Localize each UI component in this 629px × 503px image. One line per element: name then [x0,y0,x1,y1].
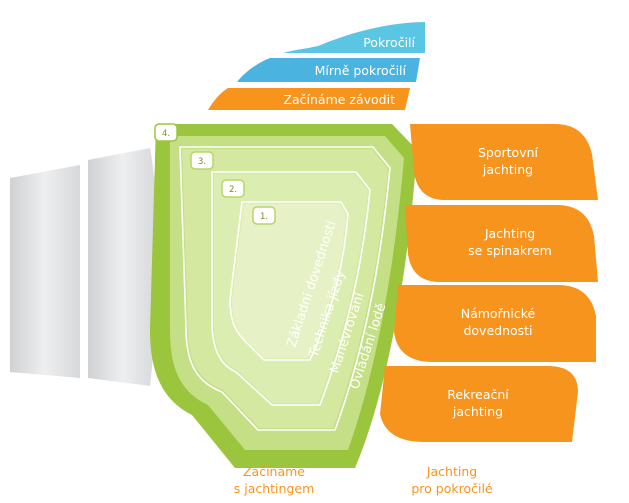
svg-text:jachting: jachting [482,162,533,177]
tier-pokrocili: Pokročilí [283,22,425,53]
caption-zaciname: Začínáme s jachtingem [234,464,315,496]
card-rekreacni-jachting: Rekreační jachting [380,366,578,442]
card-jachting-se-spinakrem: Jachting se spinakrem [405,205,598,282]
svg-text:Začínáme: Začínáme [243,464,305,479]
svg-text:1.: 1. [260,212,268,222]
tier-zaciname-zavodit: Začínáme závodit [208,88,410,110]
tier-mirne-pokrocili: Mírně pokročilí [237,58,420,82]
card-namornicke-dovednosti: Námořnické dovednosti [394,285,596,362]
caption-pokrocile: Jachting pro pokročilé [411,464,493,496]
tier-label: Začínáme závodit [283,92,395,107]
level-badge-2: 2. [221,179,245,198]
svg-text:dovednosti: dovednosti [463,323,532,338]
svg-text:jachting: jachting [452,404,503,419]
svg-text:4.: 4. [162,129,170,139]
svg-text:pro pokročilé: pro pokročilé [411,481,493,496]
level-badge-3: 3. [190,151,214,170]
svg-text:Rekreační: Rekreační [447,387,509,402]
tier-label: Pokročilí [363,35,415,50]
svg-text:Jachting: Jachting [426,464,477,479]
tier-label: Mírně pokročilí [315,63,407,78]
svg-text:3.: 3. [198,157,206,167]
svg-text:s jachtingem: s jachtingem [234,481,315,496]
card-sportovni-jachting: Sportovní jachting [410,124,598,200]
level-1 [229,201,349,361]
grey-background-shape [10,148,158,386]
level-badge-1: 1. [252,206,276,225]
svg-text:Námořnické: Námořnické [461,306,536,321]
svg-text:se spinakrem: se spinakrem [468,243,552,258]
level-badge-4: 4. [154,123,178,142]
svg-text:2.: 2. [229,185,237,195]
svg-text:Sportovní: Sportovní [478,145,539,160]
svg-text:Jachting: Jachting [484,226,535,241]
